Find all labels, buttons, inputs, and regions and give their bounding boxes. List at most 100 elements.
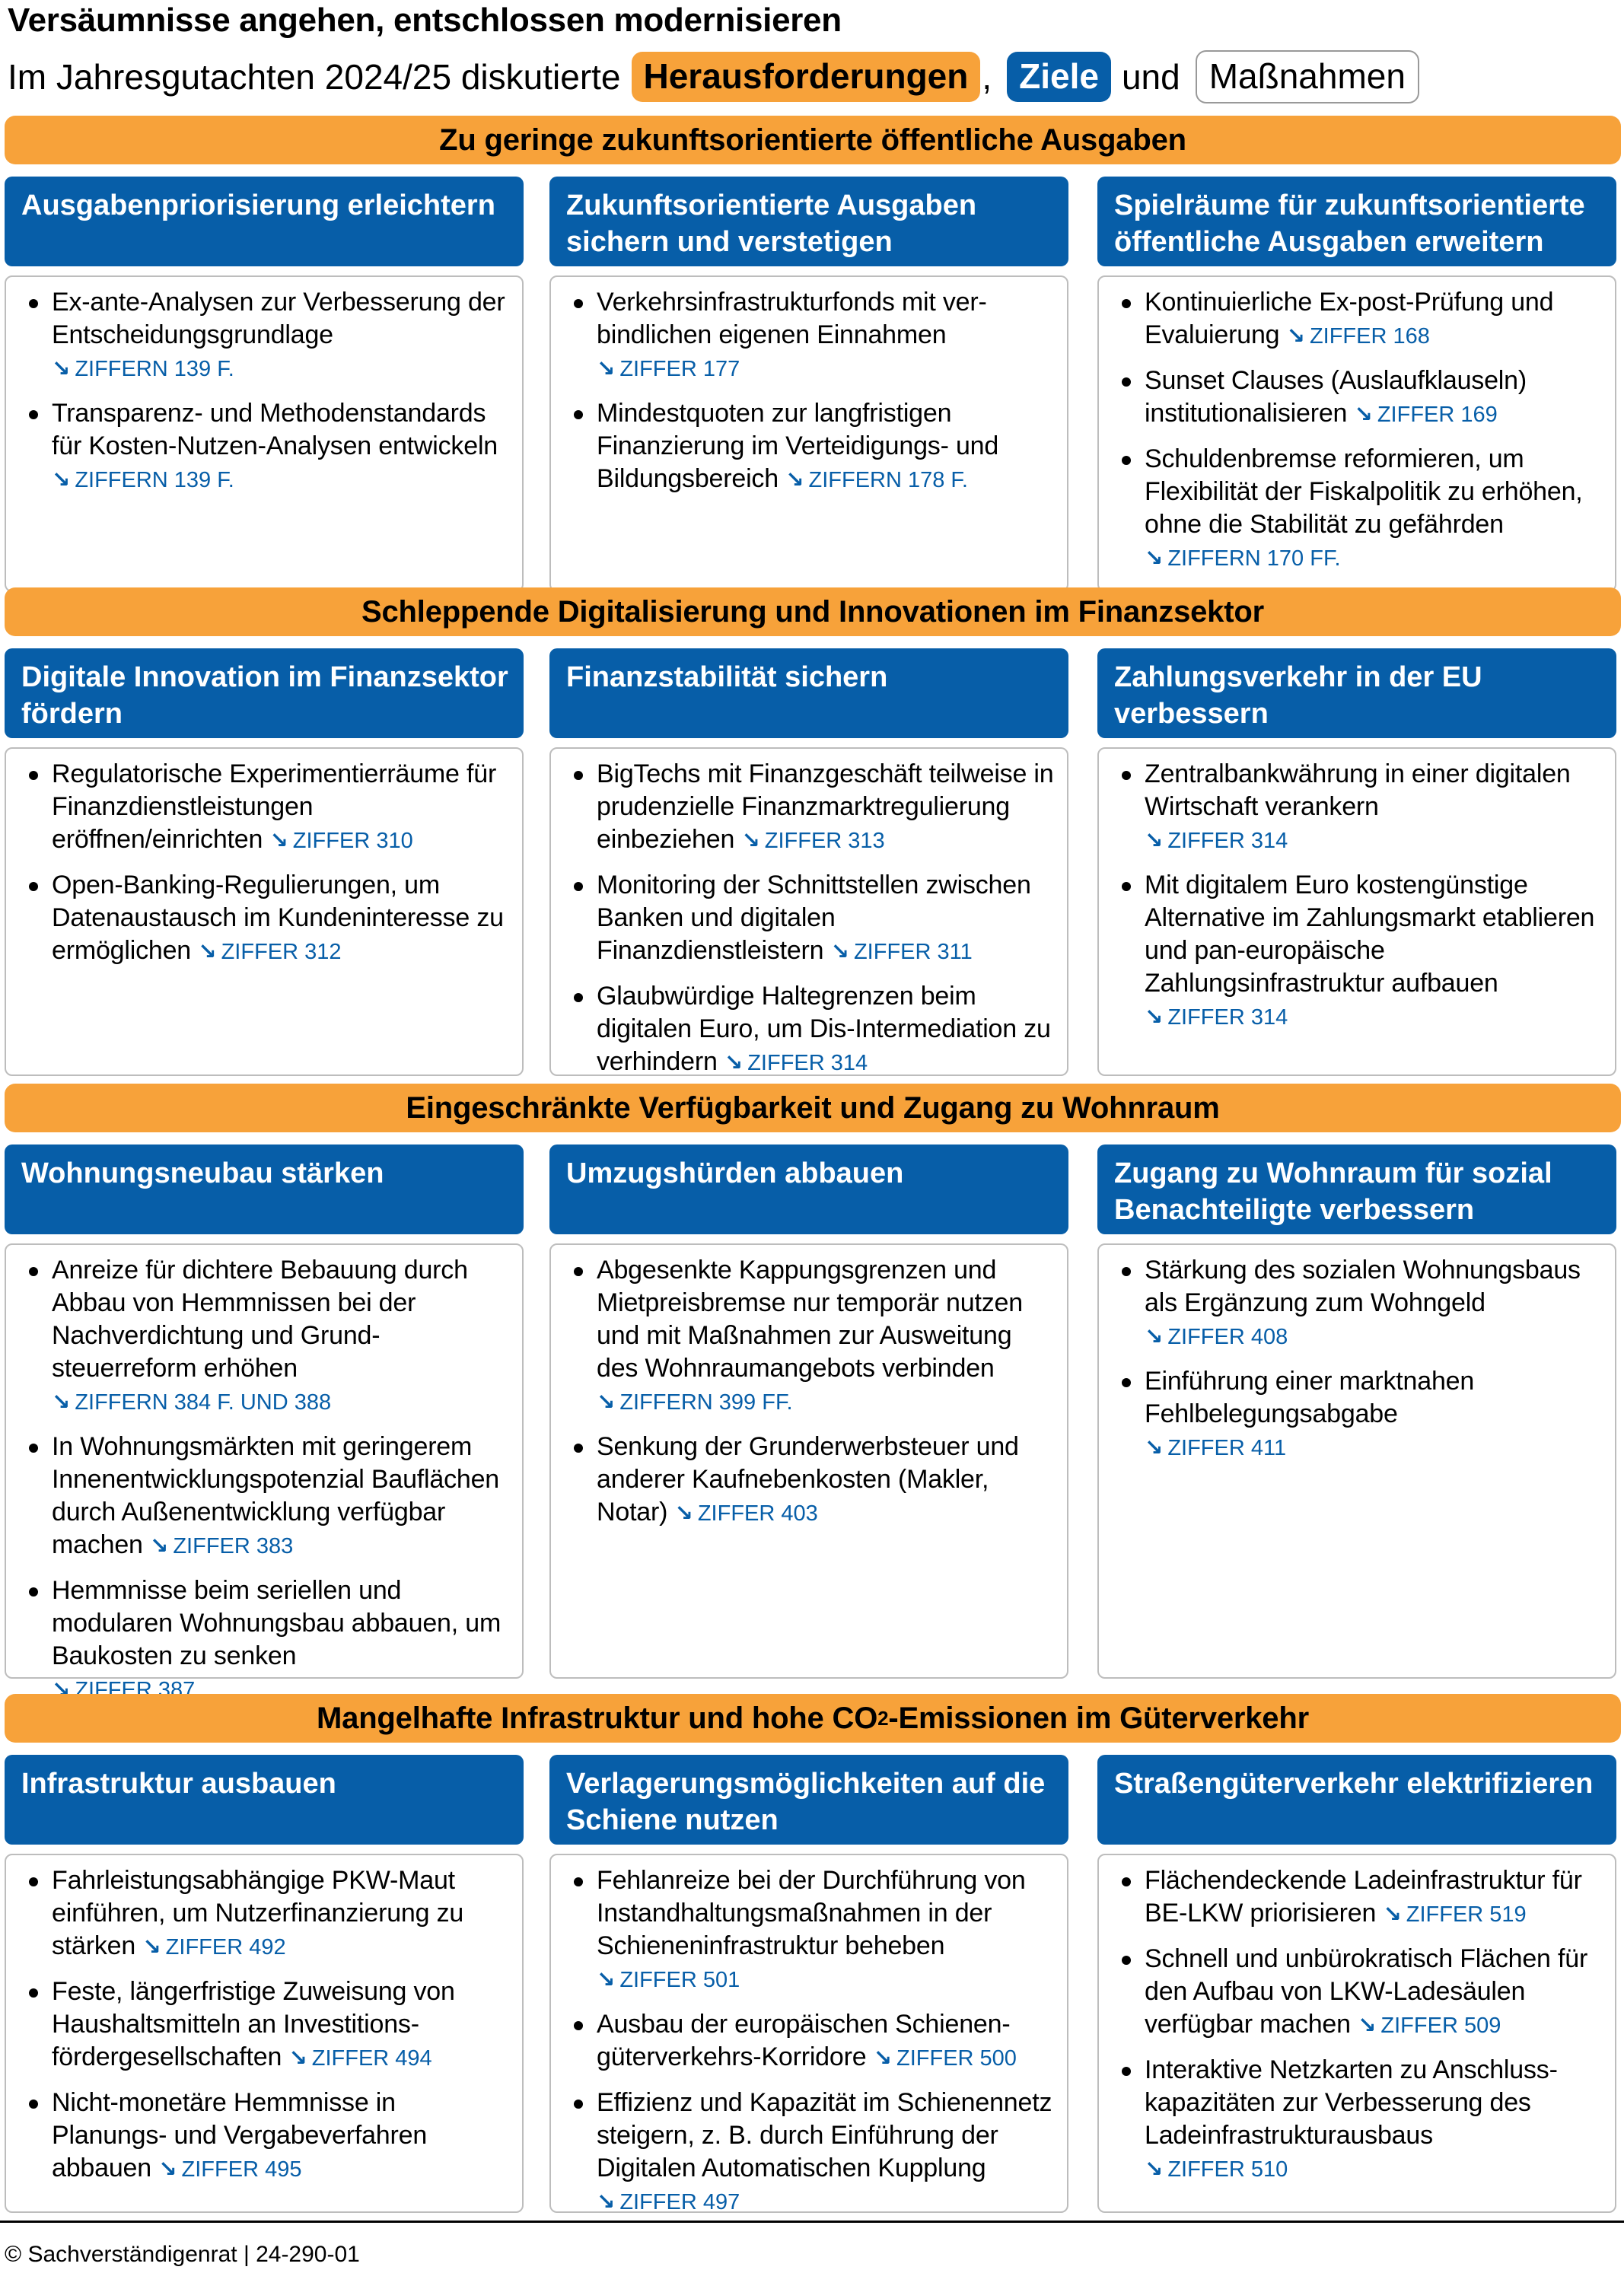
measure-text: Interaktive Netzkarten zu Anschluss­kapa… xyxy=(1145,2055,1558,2150)
reference-label: ZIFFERN 139 F. xyxy=(75,468,234,492)
measure-text: Schnell und unbürokratisch Flächen für d… xyxy=(1145,1944,1588,2039)
reference-label: ZIFFER 509 xyxy=(1380,2014,1501,2038)
measure-item: Transparenz- und Methoden­standards für … xyxy=(26,397,514,497)
measure-text: Anreize für dichtere Bebauung durch Abba… xyxy=(52,1256,468,1383)
measure-text: Senkung der Grunderwerbsteuer und andere… xyxy=(597,1432,1019,1527)
measures-box: Verkehrsinfrastrukturfonds mit ver­bindl… xyxy=(549,275,1068,592)
reference-link: ↘ZIFFER 495 xyxy=(158,2157,301,2182)
measure-item: Effizienz und Kapazität im Schienen­netz… xyxy=(571,2087,1059,2219)
legend-goals: Ziele xyxy=(1007,51,1111,103)
goal-header: Straßengüterverkehr elektrifizieren xyxy=(1097,1755,1616,1845)
arrow-down-right-icon: ↘ xyxy=(52,468,71,492)
goal-header: Ausgabenpriorisierung erleichtern xyxy=(5,177,524,266)
measure-text: Stärkung des sozialen Wohnungs­baus als … xyxy=(1145,1256,1581,1317)
measures-box: Ex-ante-Analysen zur Verbesserung der En… xyxy=(5,275,524,592)
measure-text: Kontinuierliche Ex-post-Prüfung und Eval… xyxy=(1145,288,1554,349)
reference-link: ↘ZIFFER 500 xyxy=(874,2046,1017,2071)
reference-label: ZIFFER 314 xyxy=(1167,829,1288,853)
measure-text: Sunset Clauses (Auslaufklauseln) institu… xyxy=(1145,366,1527,428)
reference-label: ZIFFER 501 xyxy=(619,1968,740,1992)
arrow-down-right-icon: ↘ xyxy=(597,1390,616,1415)
reference-link: ↘ZIFFER 497 xyxy=(597,2190,740,2214)
measure-item: Fehlanreize bei der Durchführung von Ins… xyxy=(571,1864,1059,1997)
measure-item: Zentralbankwährung in einer digitalen Wi… xyxy=(1119,758,1607,858)
reference-label: ZIFFER 383 xyxy=(173,1534,294,1558)
reference-link: ↘ZIFFER 313 xyxy=(741,829,884,853)
reference-label: ZIFFER 314 xyxy=(1167,1005,1288,1030)
measure-text: Schuldenbremse reformieren, um Flexibili… xyxy=(1145,444,1583,539)
goal-header: Zahlungsverkehr in der EU verbessern xyxy=(1097,648,1616,738)
reference-label: ZIFFER 494 xyxy=(311,2046,432,2071)
measures-box: Kontinuierliche Ex-post-Prüfung und Eval… xyxy=(1097,275,1616,592)
arrow-down-right-icon: ↘ xyxy=(785,468,804,492)
reference-label: ZIFFER 492 xyxy=(165,1935,286,1959)
reference-link: ↘ZIFFER 494 xyxy=(288,2046,431,2071)
arrow-down-right-icon: ↘ xyxy=(1286,324,1305,349)
reference-label: ZIFFERN 384 F. UND 388 xyxy=(75,1390,332,1415)
measures-box: BigTechs mit Finanzgeschäft teil­weise i… xyxy=(549,747,1068,1076)
arrow-down-right-icon: ↘ xyxy=(1354,403,1373,427)
arrow-down-right-icon: ↘ xyxy=(597,2190,616,2214)
measure-text: Hemmnisse beim seriellen und modularen W… xyxy=(52,1576,502,1670)
measure-text: Mindestquoten zur langfristigen Finanzie… xyxy=(597,399,999,493)
goal-header: Wohnungsneubau stärken xyxy=(5,1144,524,1234)
reference-link: ↘ZIFFERN 139 F. xyxy=(52,468,234,492)
arrow-down-right-icon: ↘ xyxy=(1358,2014,1377,2038)
arrow-down-right-icon: ↘ xyxy=(724,1051,744,1075)
reference-link: ↘ZIFFERN 399 FF. xyxy=(597,1390,793,1415)
arrow-down-right-icon: ↘ xyxy=(52,357,71,381)
measure-text: Regulatorische Experimentier­räume für F… xyxy=(52,759,497,854)
reference-label: ZIFFER 177 xyxy=(619,357,740,381)
measure-item: Schnell und unbürokratisch Flächen für d… xyxy=(1119,1943,1607,2042)
reference-label: ZIFFERN 399 FF. xyxy=(619,1390,793,1415)
measure-text: Glaubwürdige Haltegrenzen beim digitalen… xyxy=(597,982,1051,1076)
reference-link: ↘ZIFFERN 384 F. UND 388 xyxy=(52,1390,331,1415)
reference-label: ZIFFER 403 xyxy=(697,1501,818,1526)
measure-text: Effizienz und Kapazität im Schienen­netz… xyxy=(597,2088,1052,2182)
measures-box: Stärkung des sozialen Wohnungs­baus als … xyxy=(1097,1243,1616,1679)
arrow-down-right-icon: ↘ xyxy=(142,1935,161,1959)
reference-link: ↘ZIFFER 311 xyxy=(831,940,973,964)
measure-item: In Wohnungsmärkten mit geringerem Innene… xyxy=(26,1431,514,1563)
arrow-down-right-icon: ↘ xyxy=(1145,1436,1164,1460)
reference-link: ↘ZIFFER 314 xyxy=(1145,1005,1288,1030)
reference-link: ↘ZIFFER 519 xyxy=(1383,1902,1526,1927)
arrow-down-right-icon: ↘ xyxy=(1145,1005,1164,1030)
measures-box: Flächendeckende Ladeinfrastruktur für BE… xyxy=(1097,1854,1616,2213)
measure-text: In Wohnungsmärkten mit geringerem Innene… xyxy=(52,1432,500,1559)
reference-link: ↘ZIFFER 177 xyxy=(597,357,740,381)
measure-item: Anreize für dichtere Bebauung durch Abba… xyxy=(26,1254,514,1419)
footer-divider xyxy=(0,2221,1624,2223)
reference-link: ↘ZIFFER 408 xyxy=(1145,1325,1288,1349)
measure-text: Fehlanreize bei der Durchführung von Ins… xyxy=(597,1866,1026,1960)
reference-label: ZIFFER 310 xyxy=(292,829,413,853)
reference-label: ZIFFER 314 xyxy=(747,1051,868,1075)
goal-header: Finanzstabilität sichern xyxy=(549,648,1068,738)
legend-separator: , xyxy=(982,57,992,97)
reference-label: ZIFFER 311 xyxy=(853,940,973,964)
arrow-down-right-icon: ↘ xyxy=(1145,2157,1164,2182)
reference-label: ZIFFER 312 xyxy=(221,940,342,964)
measure-text: Transparenz- und Methoden­standards für … xyxy=(52,399,498,460)
reference-link: ↘ZIFFER 312 xyxy=(198,940,341,964)
reference-link: ↘ZIFFERN 139 F. xyxy=(52,357,234,381)
goal-header: Zugang zu Wohnraum für sozial Benachteil… xyxy=(1097,1144,1616,1234)
measure-text: Ausbau der europäischen Schienen­güterve… xyxy=(597,2010,1011,2071)
goal-header: Spielräume für zukunftsorientierte öffen… xyxy=(1097,177,1616,266)
measure-item: Mit digitalem Euro kostengünstige Altern… xyxy=(1119,869,1607,1034)
reference-label: ZIFFER 408 xyxy=(1167,1325,1288,1349)
measure-text: Nicht-monetäre Hemmnisse in Planungs- un… xyxy=(52,2088,428,2182)
measure-text: BigTechs mit Finanzgeschäft teil­weise i… xyxy=(597,759,1054,854)
page-title: Versäumnisse angehen, entschlossen moder… xyxy=(8,2,842,39)
measures-box: Fahrleistungsabhängige PKW-Maut einführe… xyxy=(5,1854,524,2213)
reference-link: ↘ZIFFER 501 xyxy=(597,1968,740,1992)
challenge-text-end: -Emissionen im Güterverkehr xyxy=(888,1701,1309,1735)
reference-link: ↘ZIFFER 383 xyxy=(150,1534,293,1558)
challenge-banner: Eingeschränkte Verfügbarkeit und Zugang … xyxy=(5,1084,1621,1132)
measure-item: Ausbau der europäischen Schienen­güterve… xyxy=(571,2008,1059,2075)
measure-text: Flächendeckende Ladeinfrastruktur für BE… xyxy=(1145,1866,1582,1928)
challenge-text-start: Mangelhafte Infrastruktur und hohe CO xyxy=(317,1701,878,1735)
measure-item: Sunset Clauses (Auslaufklauseln) institu… xyxy=(1119,365,1607,431)
subtitle-prefix: Im Jahresgutachten 2024/25 diskutierte xyxy=(8,57,621,97)
